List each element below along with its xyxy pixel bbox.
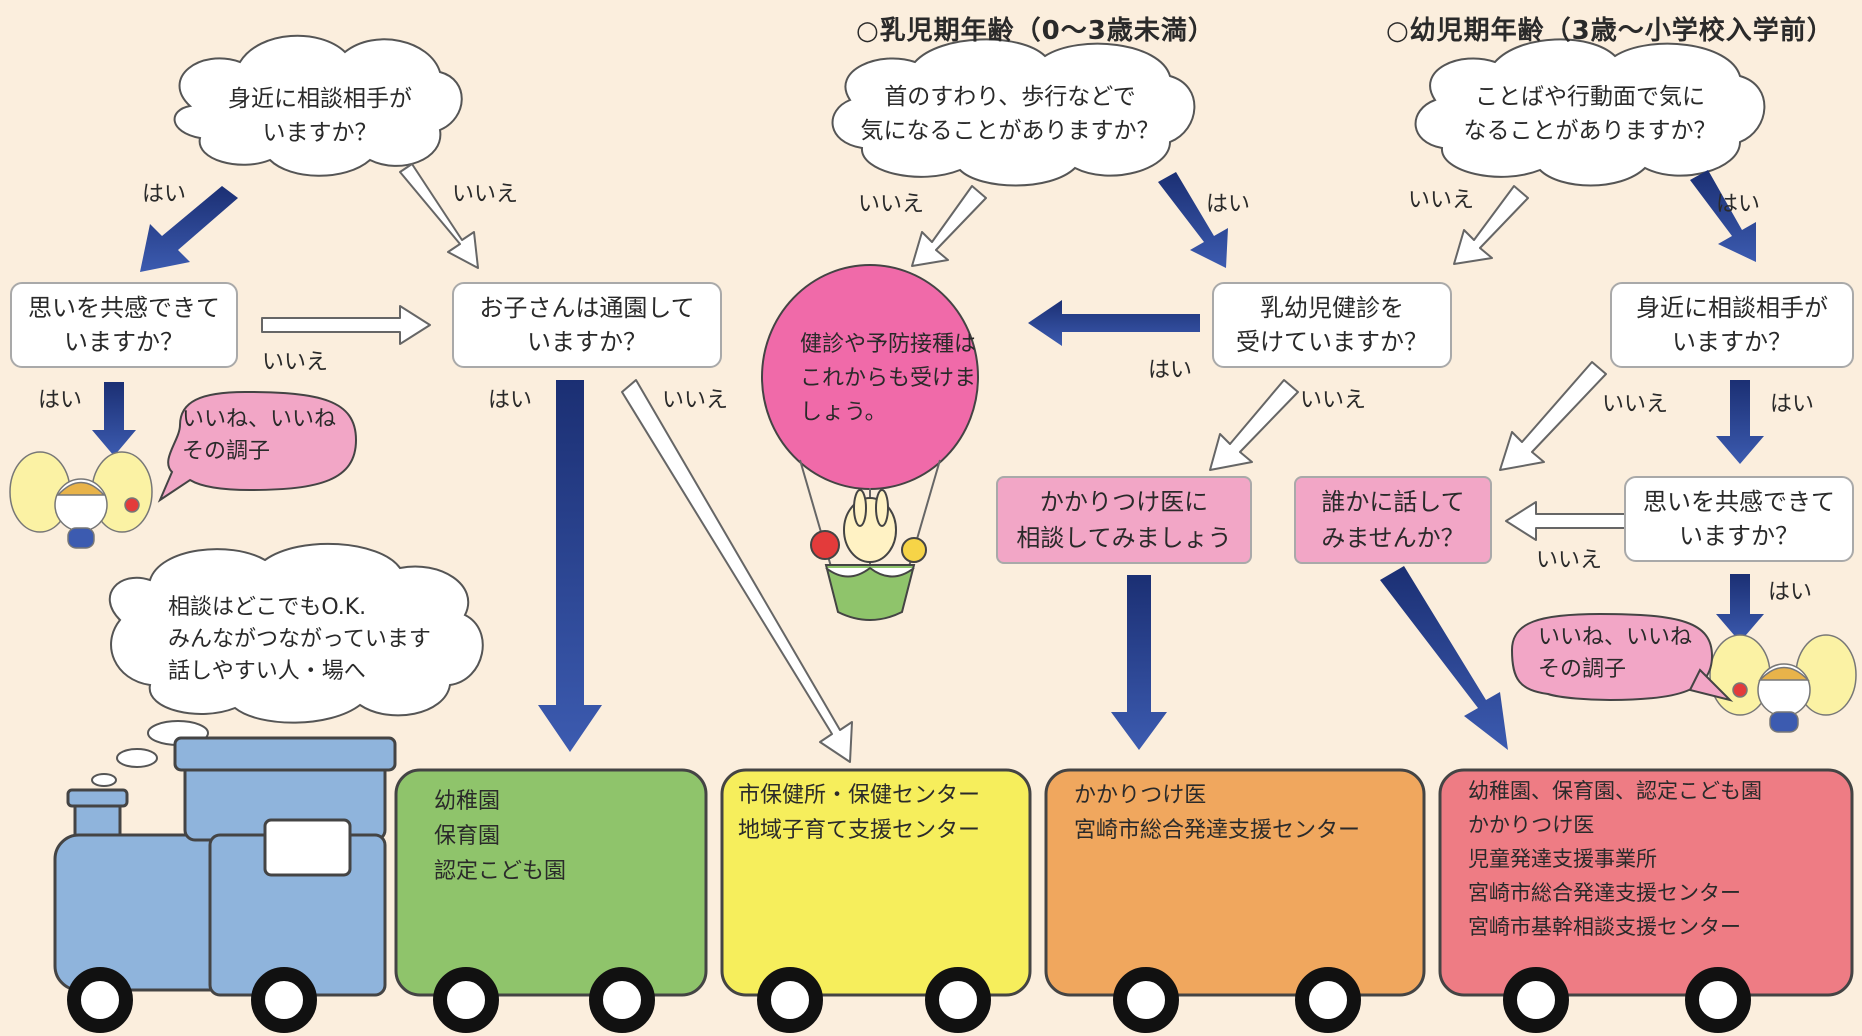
cloud-language-behavior <box>1414 38 1766 187</box>
consult-question-right: 身近に相談相手が いますか？ <box>1610 282 1854 368</box>
butterfly-character-left <box>9 451 153 549</box>
speech-bubble-left-text: いいね、いいね その調子 <box>182 407 337 464</box>
label-no: いいえ <box>452 182 519 207</box>
car-item: 認定こども園 <box>434 859 567 884</box>
heading-toddler-age: ○幼児期年齢（3歳～小学校入学前） <box>1386 16 1834 46</box>
car-item: かかりつけ医 <box>1468 813 1595 837</box>
car-item: 保育園 <box>434 824 501 849</box>
car-item: 幼稚園 <box>434 789 501 814</box>
heading-infant-age: ○乳児期年齢（0～3歳未満） <box>856 16 1215 46</box>
label-yes: はい <box>488 388 533 413</box>
label-no: いいえ <box>1602 392 1669 417</box>
label-yes: はい <box>1770 392 1815 417</box>
cloud-consult-left-text: 身近に相談相手が いますか？ <box>228 86 412 146</box>
yes-arrows <box>92 170 1764 752</box>
attend-question: お子さんは通園して いますか？ <box>452 282 722 368</box>
car-yellow-list: 市保健所・保健センター 地域子育て支援センター <box>738 778 980 848</box>
train-cars <box>394 768 1854 997</box>
speech-bubble-right-shape <box>1510 612 1734 702</box>
car-red-list: 幼稚園、保育園、認定こども園 かかりつけ医 児童発達支援事業所 宮崎市総合発達支… <box>1468 774 1762 944</box>
talk-suggestion: 誰かに話して みませんか？ <box>1294 476 1492 564</box>
label-yes: はい <box>1716 192 1761 217</box>
speech-bubble-left-shape <box>157 390 358 503</box>
car-item: 宮崎市基幹相談支援センター <box>1468 915 1741 939</box>
label-yes: はい <box>38 388 83 413</box>
cloud-consult-left <box>173 34 463 177</box>
car-item: 幼稚園、保育園、認定こども園 <box>1468 779 1762 803</box>
balloon-text: 健診や予防接種は これからも受けま しょう。 <box>800 332 977 425</box>
cloud-neck-walk-text: 首のすわり、歩行などで 気になることがありますか？ <box>860 84 1160 144</box>
car-orange-shape <box>1044 768 1426 997</box>
doctor-suggestion: かかりつけ医に 相談してみましょう <box>996 476 1252 564</box>
label-no: いいえ <box>262 350 329 375</box>
cloud-neck-walk <box>831 38 1196 187</box>
wheels <box>67 967 1751 1033</box>
checkup-question: 乳幼児健診を 受けていますか？ <box>1212 282 1452 368</box>
car-yellow-shape <box>720 768 1032 997</box>
label-no: いいえ <box>662 388 729 413</box>
butterfly-character-right <box>1709 634 1857 733</box>
label-no: いいえ <box>1536 548 1603 573</box>
car-item: 宮崎市総合発達支援センター <box>1074 818 1361 843</box>
cloud-train-thought-text: 相談はどこでもO.K. みんながつながっています 話しやすい人・場へ <box>168 595 431 684</box>
car-red-shape <box>1438 768 1854 997</box>
label-yes: はい <box>142 182 187 207</box>
label-no: いいえ <box>1300 388 1367 413</box>
car-green-list: 幼稚園 保育園 認定こども園 <box>434 784 566 889</box>
car-item: 児童発達支援事業所 <box>1468 847 1657 871</box>
label-no: いいえ <box>1408 188 1475 213</box>
empathy-question-left: 思いを共感できて いますか？ <box>10 282 238 368</box>
label-yes: はい <box>1768 580 1813 605</box>
label-yes: はい <box>1148 358 1193 383</box>
car-item: 宮崎市総合発達支援センター <box>1468 881 1741 905</box>
car-orange-list: かかりつけ医 宮崎市総合発達支援センター <box>1074 778 1360 848</box>
locomotive <box>53 736 397 997</box>
cloud-train-thought <box>91 542 484 787</box>
car-item: 市保健所・保健センター <box>738 783 981 808</box>
speech-bubble-right-text: いいね、いいね その調子 <box>1538 625 1693 682</box>
empathy-question-right: 思いを共感できて いますか？ <box>1624 476 1854 562</box>
no-arrows <box>261 163 1627 763</box>
car-item: 地域子育て支援センター <box>738 818 981 843</box>
car-green-shape <box>394 768 708 997</box>
cloud-language-behavior-text: ことばや行動面で気に なることがありますか？ <box>1463 84 1717 144</box>
car-item: かかりつけ医 <box>1074 783 1207 808</box>
label-no: いいえ <box>858 192 925 217</box>
label-yes: はい <box>1206 192 1251 217</box>
hot-air-balloon <box>761 264 979 621</box>
